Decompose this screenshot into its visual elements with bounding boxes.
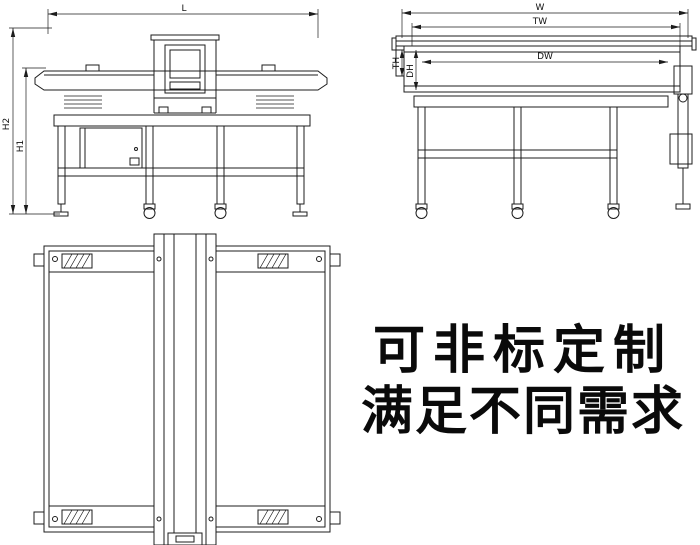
bolt bbox=[156, 256, 162, 262]
dim-label-DH: DH bbox=[406, 64, 416, 78]
control-cabinet bbox=[79, 127, 143, 169]
side-view-drawing: W TW DW TH DH bbox=[391, 3, 697, 219]
column-foot bbox=[675, 203, 691, 210]
drive-pulley bbox=[678, 93, 688, 103]
dim-label-W: W bbox=[536, 3, 545, 13]
slogan-line-2: 满足不同需求 bbox=[360, 383, 685, 441]
roller-hatched bbox=[61, 509, 93, 525]
bolt bbox=[208, 516, 214, 522]
dimension-height-H1: H1 bbox=[16, 67, 46, 214]
bolt bbox=[52, 256, 58, 262]
adjustable-foot bbox=[292, 211, 308, 217]
belt-guide-right bbox=[261, 64, 276, 72]
feet-and-casters bbox=[53, 203, 308, 219]
dimension-height-H2: H2 bbox=[2, 27, 60, 215]
bolt bbox=[52, 516, 58, 522]
marketing-slogan: 可非标定制 满足不同需求 bbox=[348, 322, 698, 444]
mounting-tab bbox=[329, 253, 341, 267]
roller-hatched bbox=[61, 253, 93, 269]
leg bbox=[513, 106, 522, 205]
caster-wheel bbox=[143, 207, 156, 219]
leg bbox=[216, 125, 225, 205]
bolt bbox=[156, 516, 162, 522]
roller-hatched bbox=[257, 509, 289, 525]
dimension-DH: DH bbox=[406, 50, 419, 90]
dimension-width-W: W bbox=[401, 3, 689, 38]
junction-box bbox=[669, 133, 693, 165]
mounting-tab bbox=[329, 511, 341, 525]
bolt bbox=[208, 256, 214, 262]
detector-head bbox=[150, 34, 220, 114]
caster-wheel bbox=[214, 207, 227, 219]
slogan-line-1: 可非标定制 bbox=[372, 322, 673, 380]
leg bbox=[145, 125, 154, 205]
caster-wheel bbox=[607, 207, 620, 219]
bridge-center-column bbox=[173, 233, 197, 545]
left-bracket bbox=[395, 49, 405, 77]
front-machine bbox=[34, 34, 328, 219]
dimension-DW: DW bbox=[422, 52, 668, 65]
dim-label-TH: TH bbox=[392, 57, 402, 70]
leg bbox=[609, 106, 618, 205]
adjustable-foot bbox=[53, 211, 69, 217]
bolt bbox=[316, 516, 322, 522]
mounting-tab bbox=[33, 511, 45, 525]
bolt bbox=[316, 256, 322, 262]
dim-label-L: L bbox=[181, 4, 186, 14]
side-machine bbox=[391, 35, 697, 219]
dim-label-TW: TW bbox=[532, 17, 547, 27]
dim-label-H2: H2 bbox=[2, 118, 12, 131]
side-casters bbox=[415, 203, 620, 219]
lower-shelf bbox=[417, 149, 618, 159]
detector-screen bbox=[169, 49, 201, 79]
dimension-length-L: L bbox=[47, 4, 319, 38]
belt-guide-left bbox=[85, 64, 100, 72]
lower-shelf bbox=[57, 167, 305, 177]
roller-hatched bbox=[257, 253, 289, 269]
cabinet-latch bbox=[134, 147, 138, 151]
conveyor-belt bbox=[34, 70, 328, 91]
top-view-machine bbox=[33, 233, 341, 545]
dimension-TH: TH bbox=[392, 50, 405, 76]
front-view-drawing: L H2 H1 bbox=[2, 4, 328, 219]
vent-grille-right bbox=[256, 95, 294, 109]
dim-label-DW: DW bbox=[537, 52, 553, 62]
caster-wheel bbox=[511, 207, 524, 219]
motor-box bbox=[167, 532, 203, 545]
caster-wheel bbox=[415, 207, 428, 219]
detector-buttons bbox=[169, 81, 201, 90]
leg bbox=[417, 106, 426, 205]
dimension-TW: TW bbox=[411, 17, 681, 46]
leg bbox=[57, 125, 66, 205]
side-table-frame bbox=[413, 95, 669, 205]
control-panel bbox=[164, 44, 206, 94]
top-view-drawing bbox=[33, 233, 341, 545]
drive-motor bbox=[673, 65, 693, 95]
drive-column bbox=[669, 65, 693, 210]
mounting-tab bbox=[33, 253, 45, 267]
dim-label-H1: H1 bbox=[16, 140, 26, 153]
vent-grille-left bbox=[64, 95, 102, 109]
detector-bridge bbox=[153, 233, 217, 545]
leg bbox=[296, 125, 305, 205]
